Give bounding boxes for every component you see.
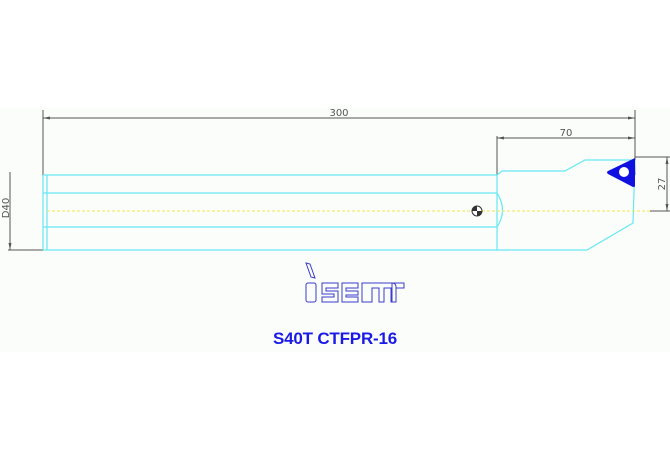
dimension-label-300: 300: [329, 108, 348, 119]
dimension-offset: [635, 156, 670, 212]
center-of-gravity-icon: [471, 205, 483, 217]
drawing-sheet: [0, 108, 670, 352]
cutting-insert-icon: [607, 158, 635, 187]
tool-shank: [42, 174, 504, 251]
tool-head: [496, 159, 636, 251]
dimension-label-70: 70: [560, 128, 573, 139]
tool-title: S40T CTFPR-16: [273, 329, 397, 348]
dimension-label-d40: D40: [1, 198, 12, 218]
dimension-head-length: [496, 136, 635, 175]
iscar-logo-icon: [305, 262, 405, 303]
dimension-overall-length: [42, 110, 636, 175]
dimension-label-27: 27: [657, 178, 668, 191]
dimension-diameter: [8, 172, 47, 251]
